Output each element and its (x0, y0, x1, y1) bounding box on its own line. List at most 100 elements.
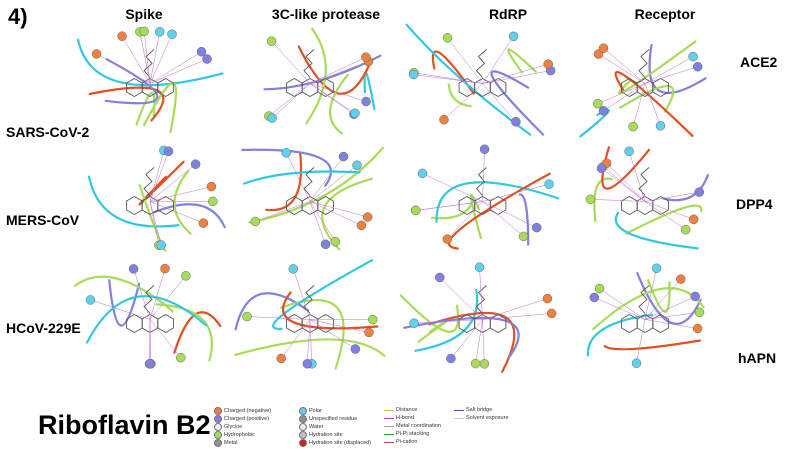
legend-swatch-icon (214, 415, 222, 423)
ring-bond (458, 313, 476, 334)
legend-label: Pi-cation (396, 439, 418, 445)
legend-entry: Metal (214, 439, 237, 447)
h-bond-line (482, 149, 485, 202)
legend-label: Polar (309, 408, 322, 414)
panel-number: 4) (8, 4, 28, 29)
residue-node (598, 43, 609, 53)
legend-swatch-icon (299, 415, 307, 423)
residue-node (411, 205, 421, 216)
pocket-curve (282, 291, 379, 330)
residue-node (694, 307, 705, 318)
residue-node (145, 359, 155, 369)
h-bond-line (280, 319, 311, 359)
h-bond-line (415, 201, 483, 211)
ribityl-chain (303, 167, 315, 196)
h-bond-line (139, 31, 151, 84)
residue-node (196, 46, 207, 57)
h-bond-line (149, 186, 212, 202)
h-bond-line (644, 319, 698, 329)
ribityl-chain (638, 285, 650, 314)
residue-node (288, 264, 299, 274)
h-bond-line (482, 83, 517, 122)
legend-line-icon (384, 433, 394, 435)
residue-node (409, 318, 419, 328)
h-bond-line (309, 319, 313, 364)
h-bond-line (309, 319, 356, 350)
ribityl-chain (303, 49, 315, 78)
legend-label: Salt bridge (466, 407, 493, 413)
legend-label: Charged (positive) (224, 416, 269, 422)
h-bond-line (309, 319, 370, 333)
h-bond-line (644, 296, 696, 320)
pocket-curve (403, 316, 520, 359)
h-bond-line (293, 268, 311, 320)
legend-entry: Salt bridge (454, 407, 492, 413)
residue-node (361, 96, 371, 107)
ring-bond (652, 195, 669, 216)
ribityl-chain (638, 49, 650, 78)
pocket-curve (272, 259, 374, 330)
residue-node (352, 160, 362, 171)
legend-label: Charged (negative) (224, 408, 272, 414)
residue-node (163, 146, 174, 157)
residue-node (543, 59, 553, 69)
residue-node (439, 114, 449, 125)
pocket-curve (414, 289, 479, 352)
h-bond-line (309, 156, 344, 202)
h-bond-line (309, 201, 336, 242)
residue-node (302, 359, 313, 369)
pocket-curve (469, 194, 482, 240)
pocket-curve (614, 71, 694, 137)
residue-node (680, 224, 691, 235)
residue-node (546, 308, 557, 319)
h-bond-line (309, 56, 367, 84)
h-bond-line (422, 173, 483, 202)
h-bond-line (482, 313, 552, 320)
pocket-curve (243, 170, 361, 185)
residue-node (598, 106, 609, 116)
pocket-curve (636, 272, 702, 325)
residue-node (470, 358, 481, 369)
ring-bond (317, 195, 334, 216)
pocket-curve (447, 83, 472, 108)
residue-node (594, 283, 605, 294)
legend-swatch-icon (299, 423, 307, 431)
pocket-curve (241, 148, 332, 187)
residue-node (508, 31, 519, 42)
h-bond-line (149, 201, 160, 246)
ring-bond (489, 313, 507, 334)
residue-node (181, 271, 191, 281)
residue-node (694, 187, 705, 197)
ribityl-chain (143, 49, 155, 78)
legend-line-icon (454, 409, 464, 411)
residue-node (596, 163, 607, 174)
h-bond-line (309, 201, 326, 245)
residue-node (692, 323, 703, 334)
ribityl-chain (303, 285, 315, 314)
legend-entry: Pi-cation (384, 439, 417, 445)
pocket-curve (305, 27, 327, 125)
residue-node (589, 292, 600, 303)
residue-node (91, 49, 102, 59)
h-bond-line (255, 201, 311, 222)
legend-label: Hydration site (309, 432, 343, 438)
receptor-label-dpp4: DPP4 (736, 196, 773, 212)
h-bond-line (482, 298, 548, 320)
legend-label: Glycine (224, 424, 243, 430)
ring-bond (157, 313, 174, 334)
residue-node (356, 220, 367, 231)
residue-node (479, 359, 490, 369)
h-bond-line (644, 201, 686, 230)
legend-entry: Hydration site (displaced) (299, 439, 371, 447)
pocket-curve (507, 48, 538, 74)
ring-bond (126, 313, 143, 334)
h-bond-line (606, 163, 646, 202)
residue-node (242, 311, 252, 322)
residue-node (518, 231, 529, 242)
residue-node (692, 61, 703, 72)
h-bond-line (271, 83, 311, 119)
residue-node (628, 121, 638, 132)
residue-node (511, 117, 521, 127)
residue-node (631, 358, 642, 368)
